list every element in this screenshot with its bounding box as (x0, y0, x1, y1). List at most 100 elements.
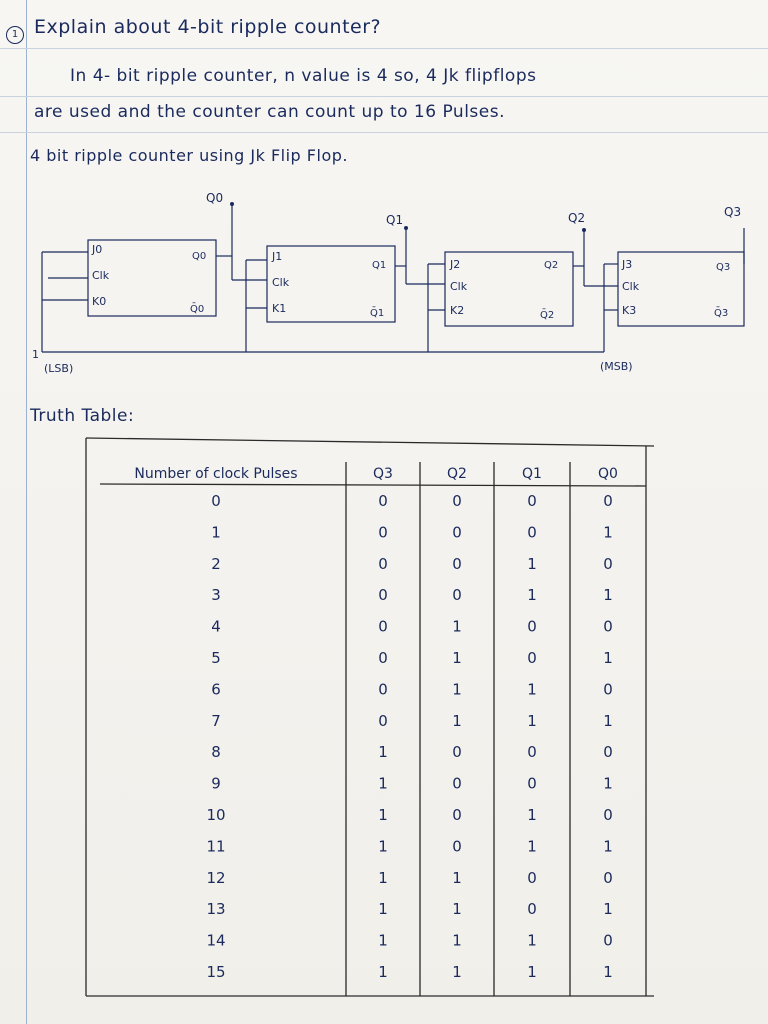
ruled-line (0, 132, 768, 133)
table-cell: 0 (603, 806, 613, 824)
table-header-2: Q2 (447, 466, 467, 482)
output-label-q1: Q1 (386, 213, 403, 227)
ff0-k-label: K0 (92, 295, 106, 308)
table-cell: 1 (527, 932, 537, 950)
table-cell: 5 (211, 649, 221, 667)
table-cell: 3 (211, 586, 221, 604)
table-cell: 0 (527, 900, 537, 918)
table-cell: 7 (211, 712, 221, 730)
table-cell: 9 (211, 775, 221, 793)
ff0-clk-label: Clk (92, 269, 110, 282)
table-cell: 0 (378, 586, 388, 604)
flipflop-1-box (266, 245, 396, 323)
table-header-0: Number of clock Pulses (134, 466, 297, 482)
output-label-q2: Q2 (568, 211, 585, 225)
table-cell: 1 (452, 900, 462, 918)
table-cell: 1 (603, 712, 613, 730)
table-cell: 0 (452, 837, 462, 855)
ruled-line (0, 96, 768, 97)
table-cell: 1 (452, 963, 462, 981)
ff3-clk-label: Clk (622, 280, 640, 293)
lsb-label: (LSB) (44, 362, 73, 375)
table-cell: 0 (452, 523, 462, 541)
table-cell: 1 (527, 806, 537, 824)
table-cell: 6 (211, 680, 221, 698)
table-cell: 0 (452, 555, 462, 573)
flipflop-2-box (444, 251, 574, 327)
table-cell: 0 (603, 555, 613, 573)
table-cell: 1 (527, 712, 537, 730)
table-cell: 0 (527, 775, 537, 793)
body-line-1: In 4- bit ripple counter, n value is 4 s… (70, 66, 537, 86)
q0-output-dot (230, 202, 234, 206)
table-cell: 0 (527, 869, 537, 887)
table-cell: 2 (211, 555, 221, 573)
diagram-heading: 4 bit ripple counter using Jk Flip Flop. (30, 146, 348, 165)
table-cell: 1 (527, 555, 537, 573)
flipflop-3-box (617, 251, 745, 327)
ff0-qbar-label: Q̄0 (190, 302, 204, 315)
ff2-q-label: Q2 (544, 260, 558, 271)
table-cell: 0 (378, 555, 388, 573)
table-cell: 0 (378, 649, 388, 667)
ff1-q-label: Q1 (372, 260, 386, 271)
ff1-j-label: J1 (271, 250, 282, 263)
table-cell: 0 (527, 618, 537, 636)
question-number: 1 (6, 26, 24, 44)
table-cell: 1 (603, 775, 613, 793)
ff1-k-label: K1 (272, 302, 286, 315)
table-cell: 1 (527, 963, 537, 981)
table-cell: 0 (603, 869, 613, 887)
ff2-qbar-label: Q̄2 (540, 308, 554, 321)
table-cell: 0 (452, 586, 462, 604)
table-header-1: Q3 (373, 466, 393, 482)
table-cell: 0 (452, 775, 462, 793)
table-cell: 1 (452, 680, 462, 698)
table-cell: 0 (378, 492, 388, 510)
table-cell: 1 (603, 963, 613, 981)
ripple-counter-diagram: Q0 Q1 Q2 Q3 J0 Clk K0 Q0 Q̄0 J1 Clk K1 Q… (32, 191, 745, 375)
table-cell: 1 (378, 869, 388, 887)
table-cell: 4 (211, 618, 221, 636)
ff3-k-label: K3 (622, 304, 636, 317)
table-cell: 0 (452, 806, 462, 824)
ff2-clk-label: Clk (450, 280, 468, 293)
table-cell: 11 (206, 837, 225, 855)
table-cell: 0 (603, 492, 613, 510)
table-cell: 1 (452, 712, 462, 730)
table-cell: 15 (206, 963, 225, 981)
table-cell: 0 (378, 618, 388, 636)
body-line-2: are used and the counter can count up to… (34, 102, 505, 122)
table-cell: 0 (603, 932, 613, 950)
output-label-q0: Q0 (206, 191, 223, 205)
table-cell: 1 (603, 649, 613, 667)
table-cell: 12 (206, 869, 225, 887)
table-cell: 1 (378, 963, 388, 981)
table-cell: 1 (378, 837, 388, 855)
table-cell: 1 (378, 900, 388, 918)
table-cell: 1 (452, 932, 462, 950)
input-one-label: 1 (32, 348, 39, 361)
output-label-q3: Q3 (724, 205, 741, 219)
margin-line (26, 0, 27, 1024)
table-cell: 1 (603, 523, 613, 541)
table-cell: 0 (603, 618, 613, 636)
ff3-qbar-label: Q̄3 (714, 306, 728, 319)
table-cell: 10 (206, 806, 225, 824)
table-cell: 1 (378, 775, 388, 793)
table-cell: 0 (378, 680, 388, 698)
table-cell: 0 (211, 492, 221, 510)
table-cell: 8 (211, 743, 221, 761)
msb-label: (MSB) (600, 360, 633, 373)
table-header-3: Q1 (522, 466, 542, 482)
ff0-q-label: Q0 (192, 251, 206, 262)
table-border-top (85, 437, 655, 447)
table-cell: 1 (211, 523, 221, 541)
table-cell: 0 (527, 523, 537, 541)
table-cell: 0 (527, 743, 537, 761)
table-cell: 1 (603, 586, 613, 604)
table-cell: 1 (527, 837, 537, 855)
table-cell: 14 (206, 932, 225, 950)
truth-table-title: Truth Table: (30, 406, 135, 426)
question-title: Explain about 4-bit ripple counter? (34, 16, 382, 38)
